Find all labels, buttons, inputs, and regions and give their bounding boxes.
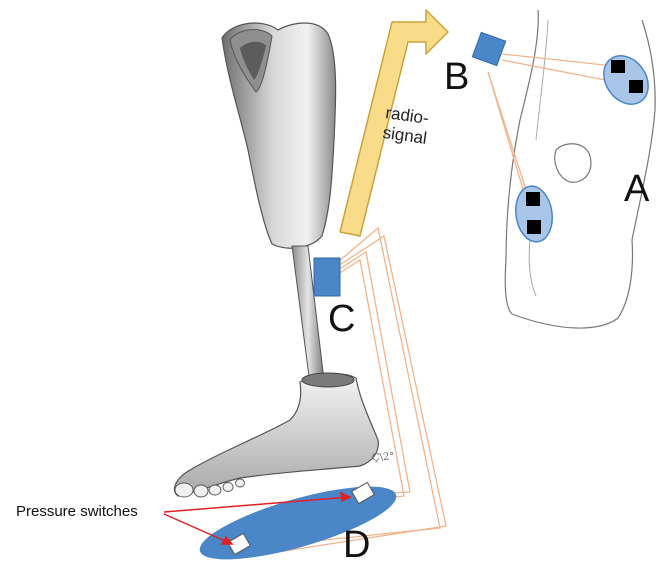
label-d: D [343, 526, 370, 564]
toe-4 [223, 483, 233, 492]
wire [502, 54, 614, 66]
transmitter-b [472, 32, 505, 65]
toe-5 [236, 479, 245, 487]
limb-shading-line [536, 20, 548, 140]
electrode-pair-lower [512, 184, 555, 244]
pressure-switches-label: Pressure switches [16, 503, 138, 520]
toe-1 [175, 483, 193, 497]
electrode-pad [595, 47, 658, 113]
electrode [629, 80, 643, 93]
label-b: B [444, 58, 469, 96]
limb-shading-line [529, 240, 536, 296]
electrode [527, 220, 541, 234]
toe-3 [209, 485, 221, 495]
electrode [611, 60, 625, 73]
foot-socket-rim [302, 373, 354, 387]
receiver-c [314, 258, 340, 296]
radio-signal-label: radio- signal [381, 103, 430, 148]
label-c: C [328, 300, 355, 338]
prosthetic-foot [174, 374, 378, 496]
artist-signature: Ç\2° [372, 451, 395, 464]
electrode-pair-upper [595, 47, 658, 113]
kneecap [555, 144, 591, 182]
electrode [526, 192, 540, 206]
label-a: A [624, 170, 649, 208]
toe-2 [194, 485, 208, 497]
